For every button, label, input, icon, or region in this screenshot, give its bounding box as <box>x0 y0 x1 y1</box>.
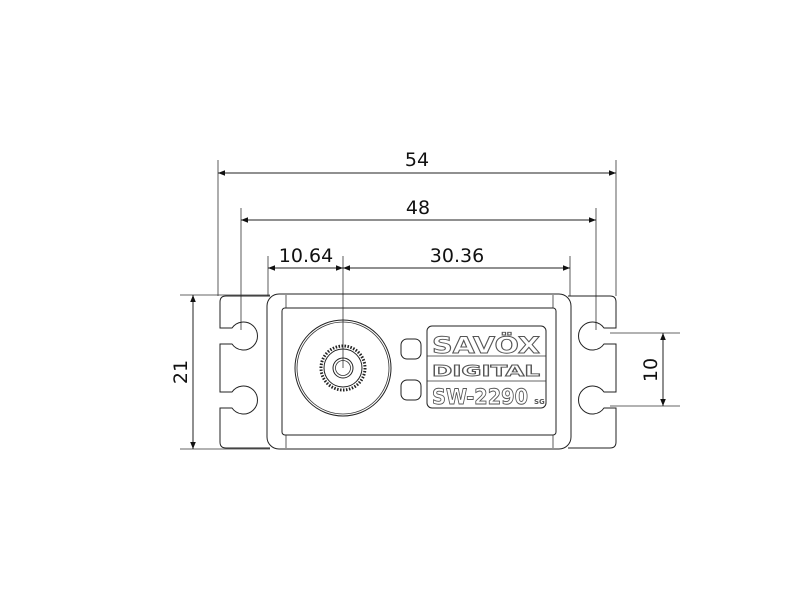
indicator-top <box>400 338 422 360</box>
dim-hole-spacing-height: 10 <box>640 358 662 382</box>
type-label: DIGITAL <box>432 362 541 380</box>
model-label: SW-2290 <box>432 385 528 409</box>
model-suffix: SG <box>534 398 545 406</box>
dim-overall-width: 54 <box>405 149 429 171</box>
label-plate: SAVÖX DIGITAL SW-2290 SG <box>426 325 547 409</box>
dim-hole-spacing-width: 48 <box>406 197 430 219</box>
output-shaft <box>294 319 392 417</box>
brand-logo: SAVÖX <box>432 333 540 359</box>
dim-height: 21 <box>170 360 192 384</box>
dim-shaft-offset: 10.64 <box>279 245 333 267</box>
extension-lines <box>180 160 680 450</box>
dimension-lines <box>190 170 666 449</box>
indicator-bottom <box>400 379 422 401</box>
left-mounting-flange <box>219 295 270 449</box>
dim-shaft-to-body: 30.36 <box>430 245 484 267</box>
servo-body <box>266 293 572 450</box>
right-mounting-flange <box>568 295 617 449</box>
